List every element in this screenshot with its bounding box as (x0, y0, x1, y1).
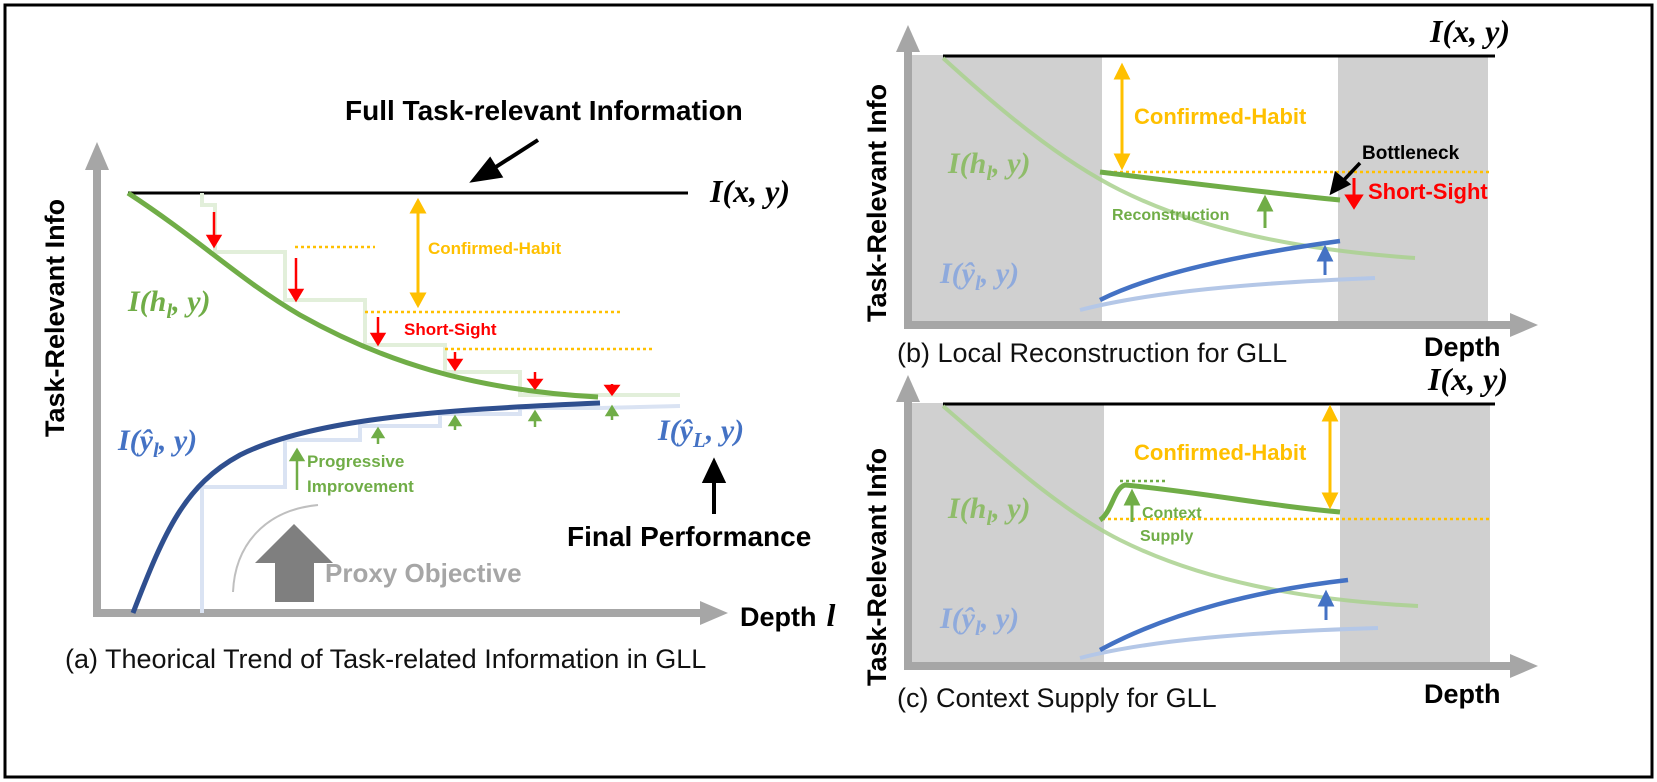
panel-c-x-axis-arrowhead (1510, 654, 1538, 678)
panel-c-y-axis-arrowhead (896, 375, 920, 402)
panel-a-progressive-arrows (288, 404, 620, 490)
panel-b-y-axis-title: Task-Relevant Info (862, 84, 892, 322)
panel-b-ixy-label: I(x, y) (1429, 13, 1510, 49)
panel-a: Full Task-relevant Information I(x, y) I… (40, 95, 836, 674)
panel-b: I(x, y) I(hl, y) I(ŷl, y) Confirmed-Habi… (862, 13, 1538, 368)
panel-a-final-performance-label: Final Performance (567, 521, 811, 552)
panel-c-blue-arrow (1317, 589, 1335, 620)
panel-c-confirmed-habit-label: Confirmed-Habit (1134, 440, 1307, 465)
panel-c-hl-curve (1098, 482, 1341, 523)
panel-a-pointer-arrows (469, 138, 727, 514)
panel-b-reconstruction-label: Reconstruction (1112, 207, 1229, 224)
panel-a-y-axis-arrowhead (85, 142, 109, 170)
panel-c-caption: (c) Context Supply for GLL (897, 683, 1217, 713)
panel-a-proxy-objective-label: Proxy Objective (325, 558, 522, 588)
panel-b-bottleneck-label: Bottleneck (1362, 143, 1460, 164)
panel-b-short-sight-arrow (1344, 178, 1364, 210)
panel-a-progressive-label-2: Improvement (307, 477, 414, 496)
panel-b-y-axis-arrowhead (896, 25, 920, 52)
panel-b-yl-curve (1098, 238, 1341, 303)
panel-b-caption: (b) Local Reconstruction for GLL (897, 338, 1287, 368)
panel-c-hl-faint-curve (941, 404, 1419, 608)
panel-c: I(x, y) I(hl, y) I(ŷl, y) Confirmed-Habi… (862, 361, 1538, 713)
panel-c-shaded-band-left (910, 403, 1104, 666)
panel-a-yl-label: I(ŷl, y) (117, 424, 197, 462)
panel-b-x-axis-arrowhead (1510, 313, 1538, 337)
panel-a-green-staircase (200, 193, 680, 397)
panel-c-context-label: Context (1142, 505, 1202, 522)
panel-a-x-axis-arrowhead (700, 601, 728, 625)
panel-a-caption: (a) Theorical Trend of Task-related Info… (65, 644, 706, 674)
panel-b-reconstruction-arrow (1256, 194, 1274, 228)
panel-c-hl-label: I(hl, y) (947, 492, 1031, 530)
panel-b-x-axis-title: Depth (1424, 332, 1501, 362)
panel-b-bottleneck-arrow (1329, 161, 1362, 196)
panel-a-short-sight-arrows (205, 212, 621, 397)
panel-b-yl-label: I(ŷl, y) (939, 257, 1019, 295)
panel-a-proxy-arrow (255, 524, 333, 602)
panel-c-ixy-label: I(x, y) (1427, 361, 1508, 397)
panel-c-yl-curve (1098, 577, 1349, 652)
panel-c-context-arrow (1123, 488, 1141, 522)
panel-a-progressive-label-1: Progressive (307, 452, 404, 471)
panel-a-yl-curve (130, 400, 601, 614)
panel-c-confirmed-habit-arrow (1321, 404, 1339, 510)
panel-b-hl-faint-curve (941, 56, 1416, 260)
panel-c-yl-faint-curve (1079, 626, 1379, 660)
panel-b-confirmed-habit-arrow (1113, 62, 1131, 171)
panel-c-yl-label: I(ŷl, y) (939, 602, 1019, 640)
panel-c-shaded-band-right (1340, 403, 1490, 666)
panel-a-proxy-arc (232, 504, 319, 593)
panel-b-confirmed-habit-label: Confirmed-Habit (1134, 104, 1307, 129)
panel-a-full-info-label: Full Task-relevant Information (345, 95, 743, 126)
panel-b-blue-arrow (1316, 244, 1334, 275)
panel-a-y-axis-title: Task-Relevant Info (40, 199, 70, 437)
panel-a-confirmed-habit-arrow (409, 197, 427, 309)
panel-b-hl-curve (1099, 169, 1341, 203)
panel-c-supply-label: Supply (1140, 528, 1193, 545)
panel-c-y-axis-title: Task-Relevant Info (862, 448, 892, 686)
panel-a-short-sight-label: Short-Sight (404, 320, 497, 339)
figure-frame (3, 3, 1654, 779)
panel-b-yl-faint-curve (1079, 276, 1376, 312)
panel-b-shaded-band-left (910, 55, 1102, 325)
panel-b-hl-label: I(hl, y) (947, 147, 1031, 185)
panel-a-confirmed-habit-label: Confirmed-Habit (428, 239, 562, 258)
panel-b-short-sight-label: Short-Sight (1368, 179, 1488, 204)
panel-a-ixy-label: I(x, y) (709, 173, 790, 209)
panel-a-hl-curve (126, 190, 599, 400)
panel-c-x-axis-title: Depth (1424, 679, 1501, 709)
panel-a-hl-label: I(hl, y) (127, 285, 211, 323)
panel-a-yL-label: I(ŷL, y) (657, 414, 744, 452)
